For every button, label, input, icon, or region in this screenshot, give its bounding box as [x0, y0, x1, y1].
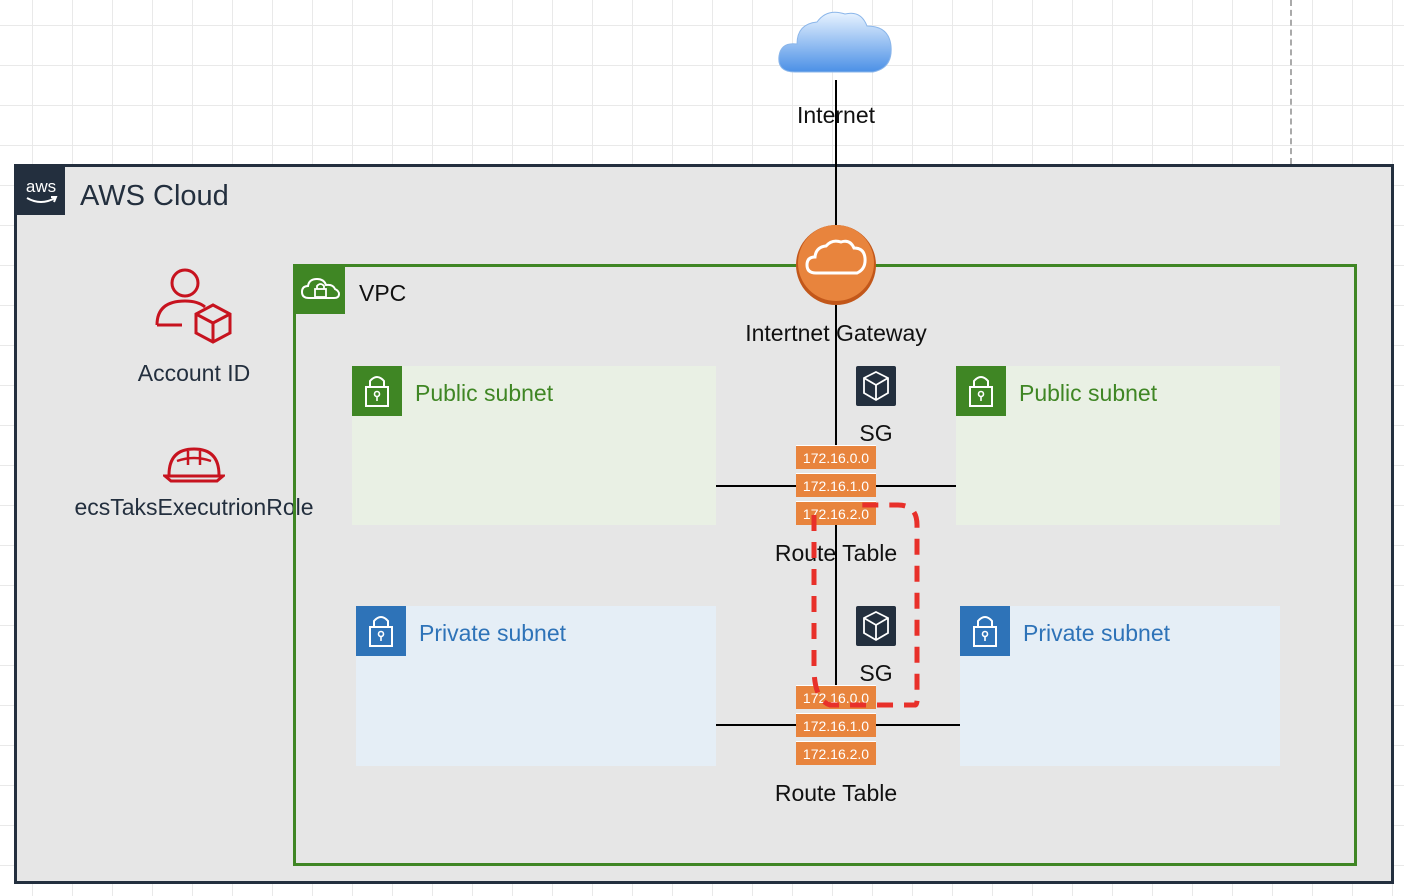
public-subnet-right[interactable] — [956, 366, 1280, 525]
vpc-label: VPC — [359, 280, 407, 306]
vpc-cloud-lock-icon — [296, 267, 345, 314]
route-table-top-label: Route Table — [774, 540, 898, 566]
public-subnet-left[interactable] — [352, 366, 716, 525]
role-label: ecsTaksExecutrionRole — [74, 494, 314, 520]
route-entry-top-1[interactable]: 172.16.1.0 — [796, 473, 876, 497]
route-entry-top-0[interactable]: 172.16.0.0 — [796, 445, 876, 469]
private-subnet-left[interactable] — [356, 606, 716, 766]
private-subnet-right-label: Private subnet — [1023, 620, 1171, 646]
aws-cloud-title: AWS Cloud — [80, 180, 229, 212]
aws-logo-text: aws — [26, 177, 56, 196]
security-group-icon[interactable] — [856, 606, 896, 646]
red-dashed-highlight-path — [811, 502, 920, 708]
route-table-bottom-label: Route Table — [774, 780, 898, 806]
internet-cloud-icon[interactable] — [775, 6, 895, 80]
sg-bottom-label: SG — [859, 660, 893, 686]
private-subnet-left-label: Private subnet — [419, 620, 567, 646]
lock-icon — [356, 606, 406, 656]
iam-role-helmet-icon[interactable] — [160, 443, 228, 483]
security-group-icon[interactable] — [856, 366, 896, 406]
lock-icon — [960, 606, 1010, 656]
route-entry-bottom-2[interactable]: 172.16.2.0 — [796, 741, 876, 765]
lock-icon — [956, 366, 1006, 416]
aws-logo-icon: aws — [17, 167, 65, 215]
public-subnet-right-label: Public subnet — [1019, 380, 1158, 406]
account-icon[interactable] — [152, 265, 236, 345]
sg-top-label: SG — [859, 420, 893, 446]
internet-gateway-icon[interactable] — [794, 223, 878, 307]
internet-label: Internet — [797, 102, 875, 128]
internet-gateway-label: Intertnet Gateway — [745, 320, 927, 346]
private-subnet-right[interactable] — [960, 606, 1280, 766]
gateway-route-connector — [835, 300, 837, 445]
dashed-guide-line — [1290, 0, 1292, 164]
account-id-label: Account ID — [137, 360, 251, 386]
route-route-connector — [835, 525, 837, 685]
route-entry-bottom-1[interactable]: 172.16.1.0 — [796, 713, 876, 737]
lock-icon — [352, 366, 402, 416]
public-subnet-left-label: Public subnet — [415, 380, 554, 406]
internet-gateway-connector — [835, 80, 837, 228]
